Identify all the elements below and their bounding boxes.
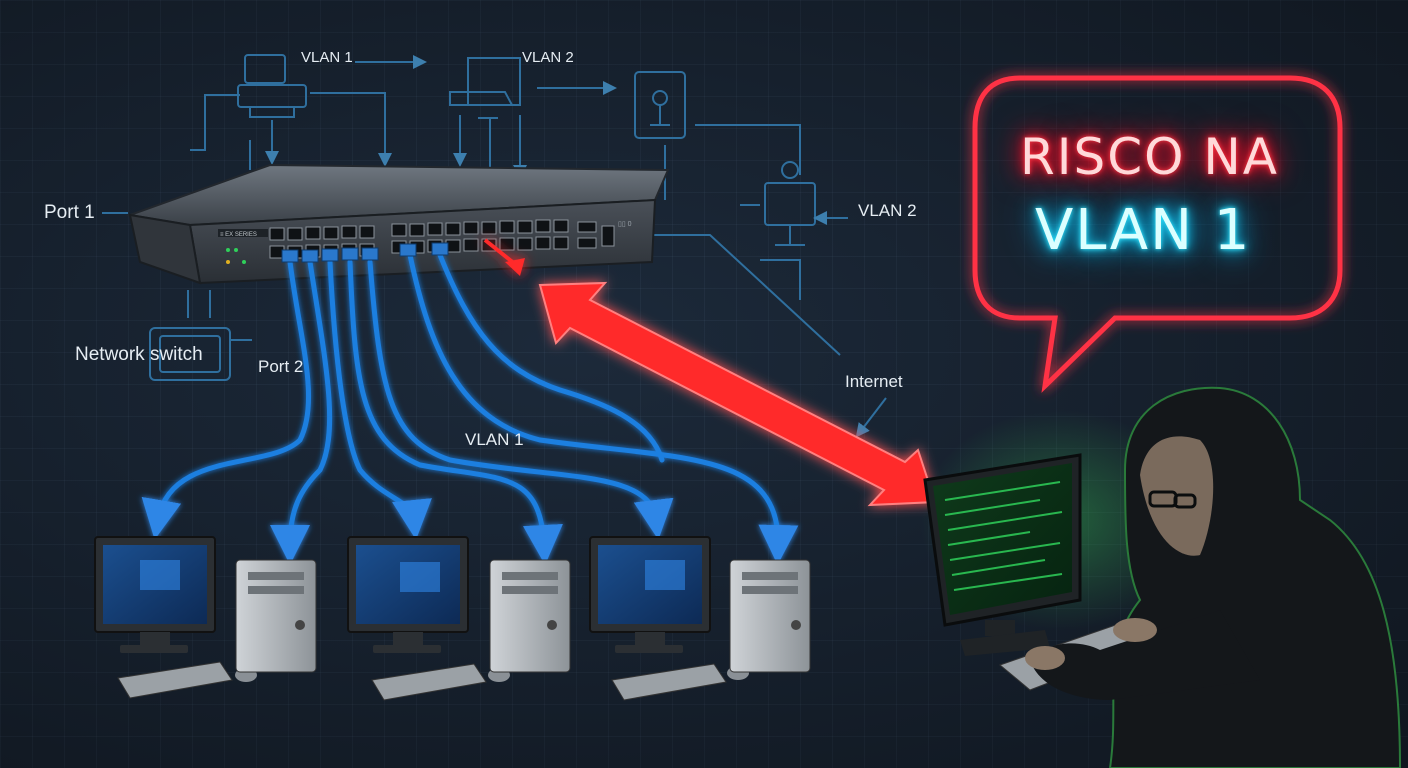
label-network-switch: Network switch [75,344,203,365]
label-port1: Port 1 [44,202,95,223]
label-vlan2-right: VLAN 2 [858,201,917,220]
workstations [94,536,811,701]
workstation-1 [94,536,317,699]
label-vlan2-top: VLAN 2 [522,49,574,66]
bubble-line2: VLAN 1 [1035,198,1252,263]
workstation-2 [347,536,571,701]
schematic-diagram [102,54,887,438]
hacker-station [920,386,1402,768]
label-port2: Port 2 [258,357,304,376]
svg-text:▯▯ 0: ▯▯ 0 [618,221,632,228]
cable-connectors [281,242,449,263]
label-internet: Internet [845,372,903,391]
svg-text:≡ EX SERIES: ≡ EX SERIES [220,232,257,238]
workstation-3 [589,536,811,701]
network-switch: ≡ EX SERIES ▯▯ [126,163,670,285]
ethernet-cables [141,252,799,565]
label-vlan1-top: VLAN 1 [301,49,353,66]
label-vlan1-mid: VLAN 1 [465,430,524,449]
bubble-line1: RISCO NA [1020,128,1279,186]
speech-bubble [972,75,1343,393]
